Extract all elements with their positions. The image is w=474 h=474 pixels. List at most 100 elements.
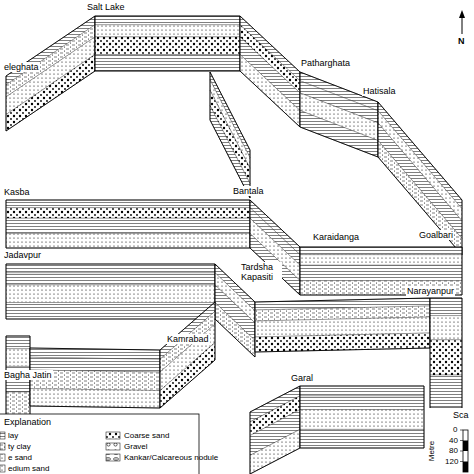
lithology-band — [215, 303, 255, 358]
lithology-band — [300, 396, 424, 410]
fence-panel — [95, 16, 240, 71]
panel-outline — [6, 264, 215, 319]
legend-text: lay — [8, 431, 18, 440]
legend-text: edium sand — [8, 464, 49, 473]
place-name: eleghata — [3, 62, 40, 72]
fence-panel — [240, 16, 300, 127]
place-name: Karaidanga — [312, 232, 360, 242]
lithology-band — [6, 273, 215, 285]
north-arrow — [459, 10, 465, 34]
lithology-band — [160, 343, 215, 408]
place-name: Bantala — [232, 186, 265, 196]
panel-outline — [95, 16, 240, 71]
lithology-band — [430, 298, 462, 316]
lithology-band — [6, 392, 30, 416]
lithology-band — [210, 90, 250, 183]
lithology-band — [6, 218, 250, 233]
panel-outline — [255, 298, 430, 352]
place-name: Goalbari — [418, 230, 454, 240]
lithology-band — [6, 234, 250, 248]
lithology-band — [378, 141, 462, 256]
lithology-band — [240, 55, 300, 128]
fence-panel — [6, 200, 250, 248]
panel-outline — [430, 298, 462, 408]
panel-outline — [300, 247, 462, 295]
place-name: Bagha Jatin — [3, 370, 53, 380]
lithology-band — [6, 336, 30, 349]
place-name: Kasba — [3, 187, 31, 197]
panel-outline — [160, 302, 215, 408]
lithology-band — [430, 340, 462, 375]
lithology-band — [378, 123, 462, 239]
lithology-band — [430, 375, 462, 408]
legend-text: Coarse sand — [124, 431, 169, 440]
legend-text: Kankar/Calcareous nodule — [124, 453, 218, 462]
lithology-band — [6, 285, 215, 303]
scale-bar — [460, 430, 468, 472]
lithology-band — [95, 37, 240, 55]
place-name: Narayanpur — [406, 286, 455, 296]
fence-panel — [300, 386, 424, 448]
legend-text: e sand — [8, 453, 32, 462]
fence-panel — [6, 264, 215, 319]
lithology-band — [210, 106, 250, 198]
place-name: Tardsha Kapasiti — [240, 262, 282, 282]
place-name: Kamrabad — [166, 334, 210, 344]
scale-title: Sca — [452, 410, 470, 420]
lithology-band — [300, 265, 462, 280]
lithology-band — [30, 389, 160, 408]
panel-outline — [300, 72, 378, 157]
panel-outline — [240, 16, 300, 127]
lithology-band — [6, 200, 250, 208]
panel-outline — [210, 72, 250, 198]
legend-box — [0, 414, 199, 474]
fence-panel — [6, 16, 95, 131]
lithology-band — [430, 316, 462, 340]
lithology-band — [95, 25, 240, 37]
panel-outline — [300, 386, 424, 448]
lithology-band — [300, 255, 462, 266]
legend-swatches — [0, 432, 120, 472]
scale-number: 0 — [452, 425, 458, 435]
legend-text: Gravel — [124, 442, 148, 451]
lithology-band — [300, 410, 424, 430]
lithology-band — [6, 264, 215, 273]
place-name: Patharghata — [300, 58, 351, 68]
place-name: Salt Lake — [86, 2, 126, 12]
lithology-band — [255, 333, 430, 352]
lithology-band — [95, 55, 240, 72]
lithology-band — [300, 281, 462, 295]
panel-outline — [6, 200, 250, 248]
fence-panel — [160, 302, 215, 408]
panel-outline — [378, 102, 462, 255]
place-name: Garal — [290, 373, 314, 383]
scale-number: 80 — [448, 446, 459, 456]
fence-panel — [300, 72, 378, 157]
scale-number: 40 — [448, 436, 459, 446]
north-letter: N — [457, 36, 466, 46]
lithology-band — [95, 16, 240, 25]
fence-panel — [378, 102, 462, 255]
panel-outline — [250, 386, 300, 474]
legend-heading: Explanation — [3, 417, 52, 427]
fence-panel — [255, 298, 430, 352]
scale-ground — [426, 408, 474, 474]
lithology-band — [300, 386, 424, 396]
lithology-band — [6, 349, 30, 367]
panel-outline — [6, 16, 95, 131]
scale-number: 120 — [444, 457, 459, 467]
fence-panel — [430, 298, 462, 408]
lithology-band — [6, 208, 250, 219]
lithology-band — [300, 111, 378, 158]
lithology-band — [300, 429, 424, 448]
lithology-band — [6, 303, 215, 320]
fence-panel — [300, 247, 462, 295]
fence-panels — [6, 16, 462, 474]
fence-panel — [250, 386, 300, 474]
fence-panel — [210, 72, 250, 198]
place-name: Hatisala — [362, 86, 397, 96]
scale-unit: Metre — [427, 440, 437, 462]
legend-text: ty clay — [8, 442, 31, 451]
